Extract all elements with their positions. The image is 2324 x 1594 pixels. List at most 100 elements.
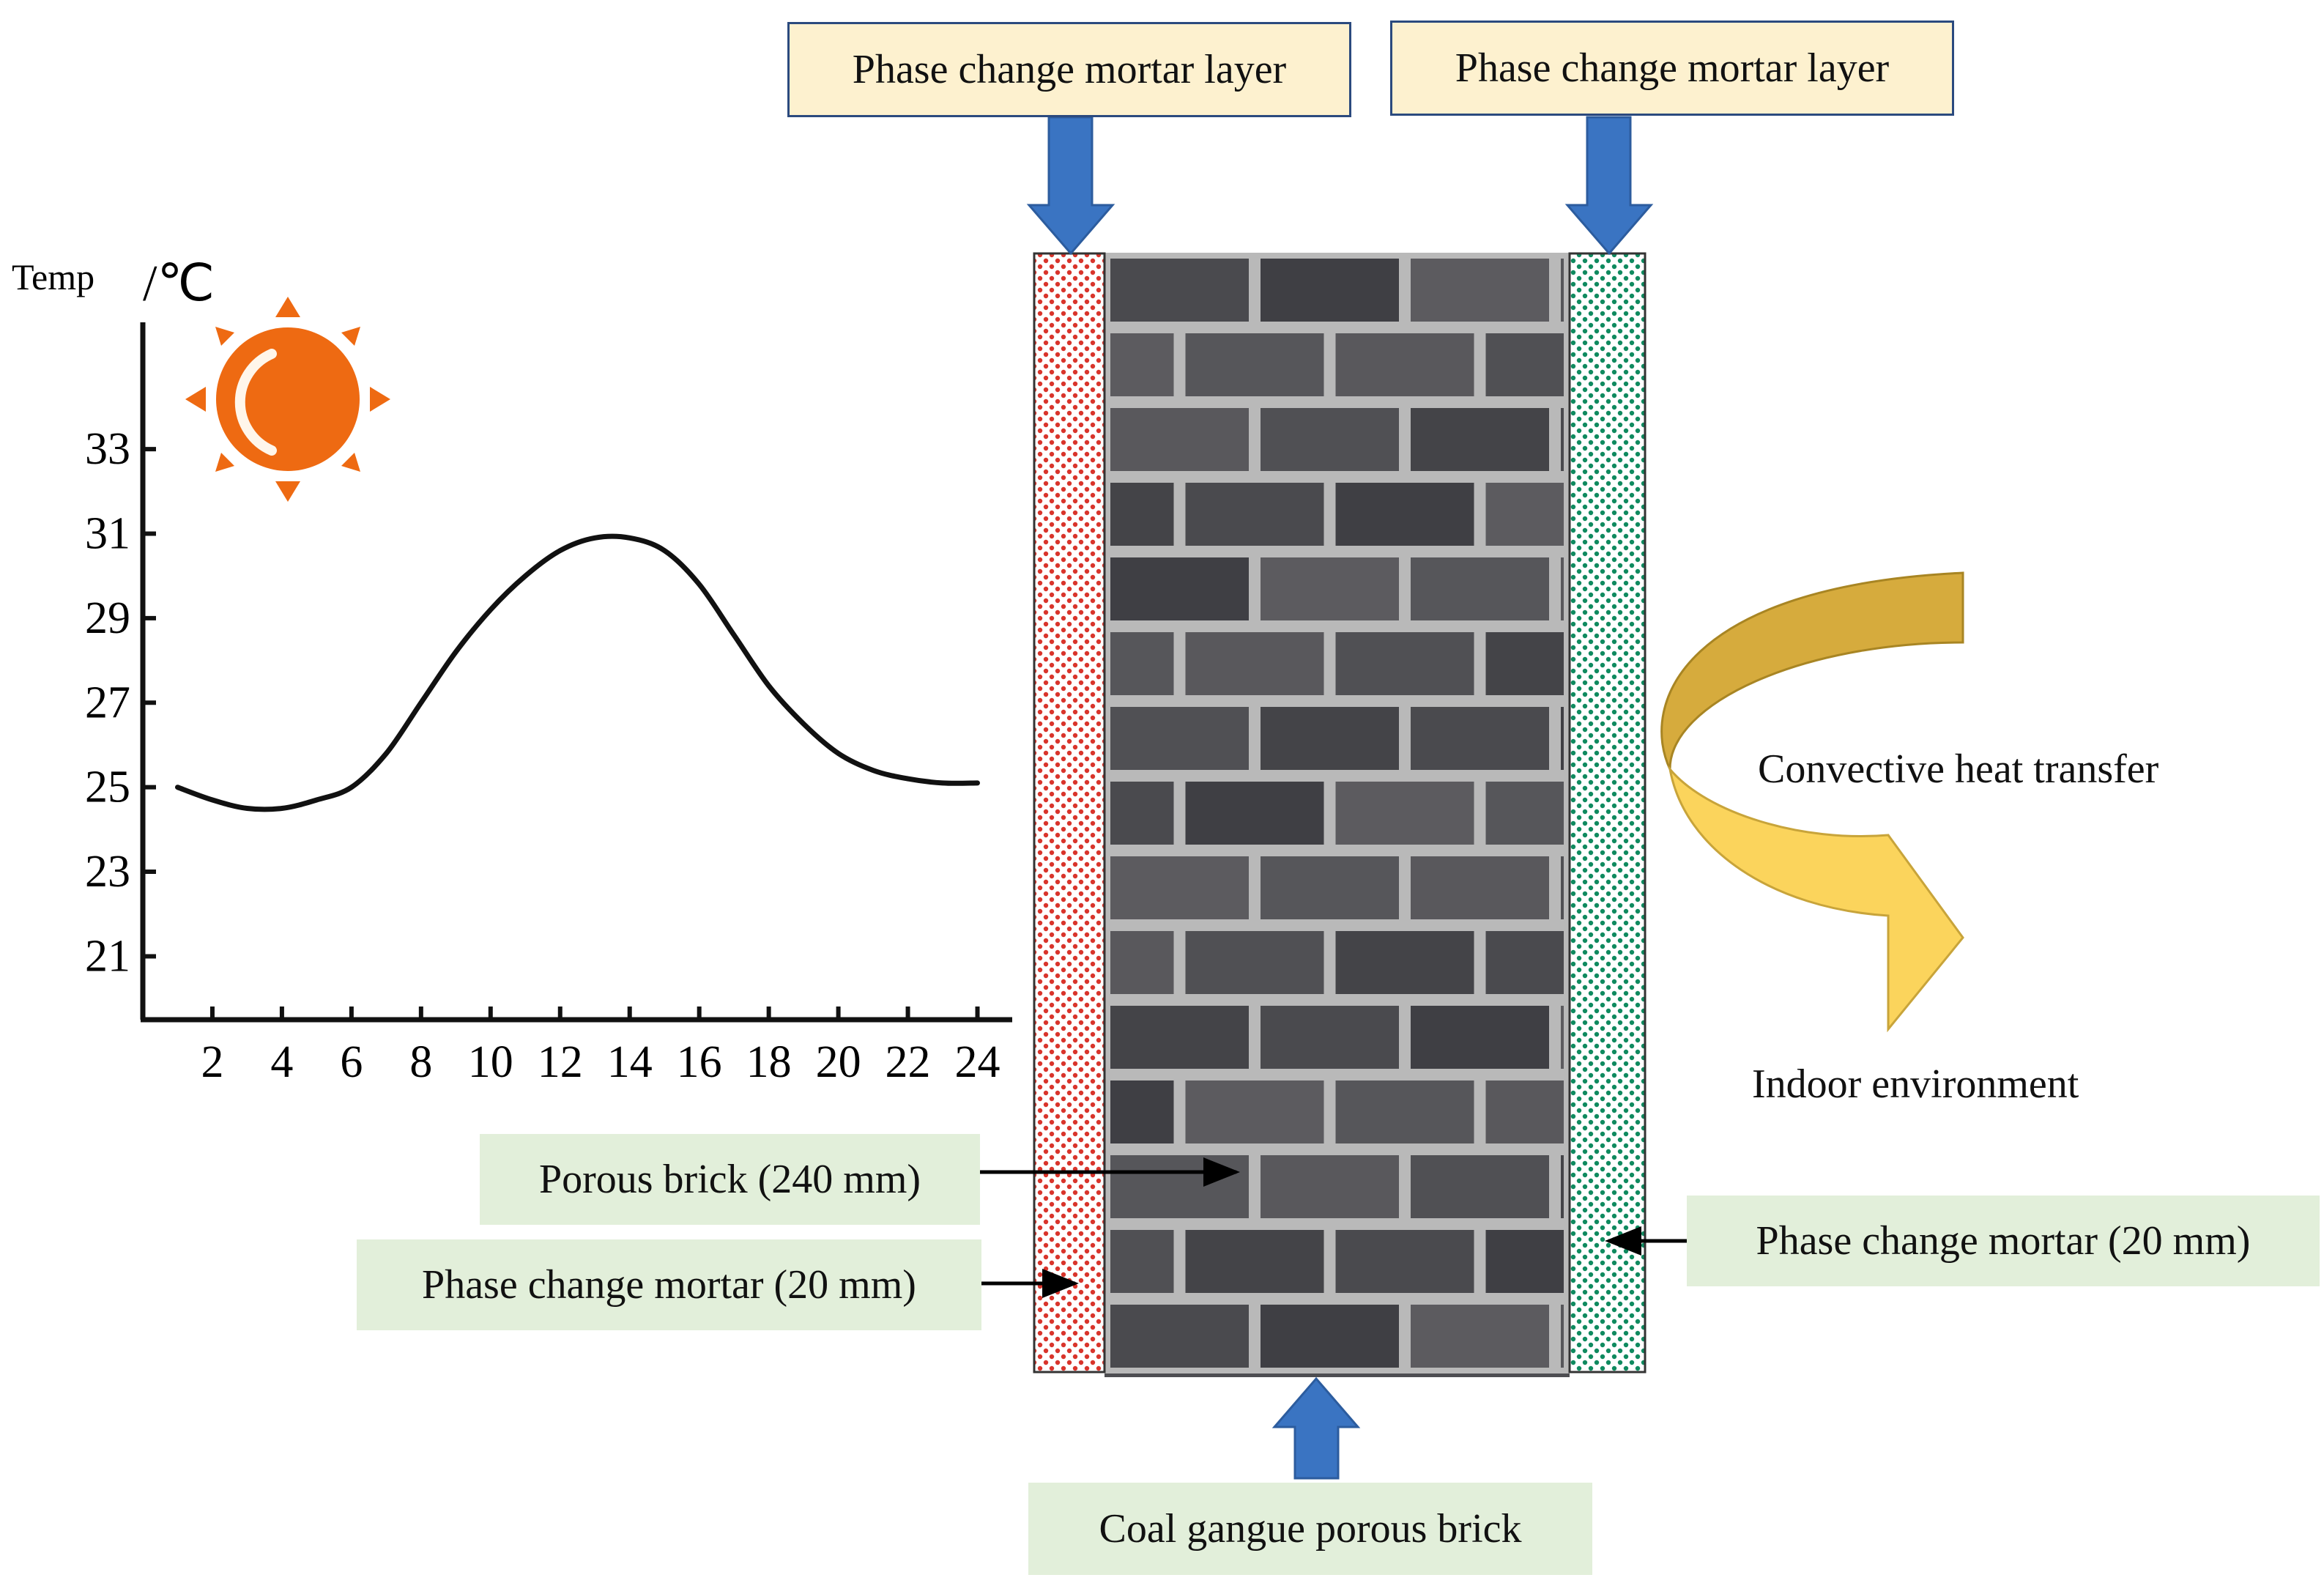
brick: [1480, 776, 1570, 850]
x-tick-label: 6: [340, 1037, 363, 1087]
y-tick-label: 31: [85, 508, 130, 558]
brick: [1480, 626, 1570, 701]
brick: [1105, 850, 1255, 925]
brick: [1179, 925, 1330, 1000]
brick: [1555, 701, 1570, 776]
y-axis-unit: /℃: [143, 256, 215, 312]
brick: [1105, 253, 1255, 327]
brick: [1555, 402, 1570, 477]
convective-heat-arrow: [1660, 571, 1964, 1033]
brick: [1329, 776, 1480, 850]
brick: [1405, 1149, 1555, 1224]
x-tick-label: 8: [409, 1037, 432, 1087]
brick: [1405, 253, 1555, 327]
brick: [1105, 327, 1180, 402]
x-tick-label: 16: [677, 1037, 722, 1087]
temperature-curve: [175, 533, 980, 812]
brick: [1329, 477, 1480, 552]
brick: [1329, 626, 1480, 701]
brick: [1105, 1299, 1255, 1374]
brick: [1105, 402, 1255, 477]
x-tick-label: 12: [538, 1037, 583, 1087]
brick: [1179, 477, 1330, 552]
brick: [1405, 1000, 1555, 1075]
label-pcm-20mm-left: Phase change mortar (20 mm): [357, 1239, 981, 1330]
brick: [1105, 1149, 1255, 1224]
x-tick-label: 24: [955, 1037, 1000, 1087]
brick: [1480, 1075, 1570, 1149]
y-tick-label: 27: [85, 678, 130, 727]
brick: [1105, 776, 1180, 850]
brick: [1555, 253, 1570, 327]
brick: [1329, 327, 1480, 402]
brick: [1179, 1075, 1330, 1149]
y-tick-marks: [143, 447, 156, 959]
label-coal-gangue-brick: Coal gangue porous brick: [1028, 1483, 1592, 1575]
brick: [1105, 925, 1180, 1000]
brick: [1329, 1224, 1480, 1299]
brick: [1405, 552, 1555, 626]
brick: [1105, 1000, 1255, 1075]
brick: [1405, 1299, 1555, 1374]
y-tick-label: 25: [85, 763, 130, 812]
brick: [1555, 850, 1570, 925]
label-pcm-layer-right: Phase change mortar layer: [1390, 21, 1954, 116]
brick: [1480, 925, 1570, 1000]
y-tick-label: 29: [85, 593, 130, 643]
brick: [1105, 1224, 1180, 1299]
brick: [1555, 1000, 1570, 1075]
brick: [1555, 1149, 1570, 1224]
label-indoor-environment: Indoor environment: [1752, 1061, 2079, 1107]
arrow-up-bottom: [1271, 1376, 1361, 1480]
brick: [1255, 402, 1405, 477]
pcm-strip-left: [1033, 252, 1106, 1374]
brick: [1405, 402, 1555, 477]
x-tick-label: 4: [270, 1037, 293, 1087]
arrow-down-right: [1564, 116, 1654, 256]
brick: [1555, 1299, 1570, 1374]
brick: [1329, 1075, 1480, 1149]
x-tick-marks: [209, 1007, 980, 1020]
y-axis-label: Temp: [12, 256, 94, 297]
x-tick-label: 10: [468, 1037, 513, 1087]
porous-brick-wall: [1105, 253, 1570, 1377]
x-tick-label: 2: [201, 1037, 223, 1087]
brick: [1480, 1224, 1570, 1299]
brick: [1329, 925, 1480, 1000]
pcm-strip-right: [1568, 252, 1647, 1374]
x-tick-label: 18: [746, 1037, 792, 1087]
label-convective-heat-transfer: Convective heat transfer: [1758, 746, 2159, 792]
brick: [1405, 850, 1555, 925]
y-tick-label: 23: [85, 847, 130, 897]
brick: [1105, 477, 1180, 552]
brick: [1105, 1075, 1180, 1149]
brick: [1105, 626, 1180, 701]
brick: [1105, 552, 1255, 626]
brick: [1405, 701, 1555, 776]
label-pcm-layer-left: Phase change mortar layer: [787, 22, 1351, 117]
brick: [1255, 552, 1405, 626]
arrow-down-left: [1026, 116, 1115, 256]
brick: [1255, 1000, 1405, 1075]
brick: [1480, 477, 1570, 552]
x-tick-label: 20: [816, 1037, 861, 1087]
y-tick-labels: 21 23 25 27 29 31 33: [85, 424, 130, 981]
x-tick-label: 22: [886, 1037, 931, 1087]
chart-axes: [140, 322, 1012, 1023]
brick: [1179, 1224, 1330, 1299]
label-pcm-20mm-right: Phase change mortar (20 mm): [1687, 1196, 2320, 1286]
brick: [1179, 776, 1330, 850]
y-tick-label: 21: [85, 931, 130, 981]
brick: [1255, 253, 1405, 327]
brick: [1480, 327, 1570, 402]
y-tick-label: 33: [85, 424, 130, 474]
brick: [1255, 1149, 1405, 1224]
sun-icon: [185, 297, 390, 502]
brick: [1255, 850, 1405, 925]
brick: [1255, 1299, 1405, 1374]
brick: [1179, 327, 1330, 402]
brick: [1179, 626, 1330, 701]
